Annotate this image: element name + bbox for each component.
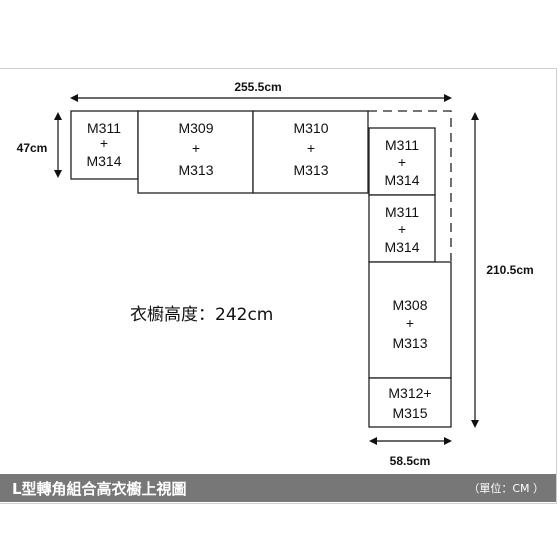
unit-5-bottom: M314 [384, 239, 419, 255]
unit-7-bottom: M315 [392, 405, 427, 421]
unit-4-plus: + [398, 154, 406, 170]
right-height-dimension: 210.5cm [471, 112, 534, 428]
unit-5: M311 + M314 [368, 194, 436, 263]
unit-1-bottom: M314 [86, 153, 121, 169]
unit-6-top: M308 [392, 297, 427, 313]
unit-4-bottom: M314 [384, 172, 419, 188]
unit-4-top: M311 [385, 137, 419, 153]
unit-4: M311 + M314 [368, 127, 436, 196]
unit-3-plus: + [307, 140, 315, 156]
left-depth-label: 47cm [17, 141, 48, 155]
bottom-width-label: 58.5cm [390, 454, 431, 468]
unit-1-top: M311 [87, 120, 121, 136]
unit-3-bottom: M313 [293, 162, 328, 178]
top-width-label: 255.5cm [234, 80, 281, 94]
unit-6-bottom: M313 [392, 335, 427, 351]
unit-7: M312+ M315 [368, 377, 452, 428]
bottom-width-dimension: 58.5cm [369, 437, 452, 468]
unit-6-plus: + [406, 315, 414, 331]
unit-3: M310 + M313 [252, 110, 369, 194]
corner-dashed-outline [368, 110, 452, 261]
unit-note: （單位：CM ） [468, 482, 544, 495]
top-width-dimension: 255.5cm [70, 80, 452, 102]
right-height-label: 210.5cm [486, 263, 533, 277]
footer-bar: L型轉角組合高衣櫥上視圖 （單位：CM ） [0, 474, 556, 502]
left-depth-dimension: 47cm [17, 112, 62, 178]
unit-1: M311 + M314 [70, 110, 139, 180]
unit-1-plus: + [100, 135, 108, 151]
unit-6: M308 + M313 [368, 261, 452, 379]
unit-5-plus: + [398, 221, 406, 237]
unit-2-top: M309 [178, 120, 213, 136]
footer-title: L型轉角組合高衣櫥上視圖 [12, 480, 187, 498]
unit-2: M309 + M313 [137, 110, 254, 194]
unit-7-top: M312+ [388, 385, 431, 401]
unit-2-bottom: M313 [178, 162, 213, 178]
wardrobe-height-note: 衣櫥高度：242cm [130, 305, 273, 325]
unit-2-plus: + [192, 140, 200, 156]
unit-3-top: M310 [293, 120, 328, 136]
unit-5-top: M311 [385, 204, 419, 220]
